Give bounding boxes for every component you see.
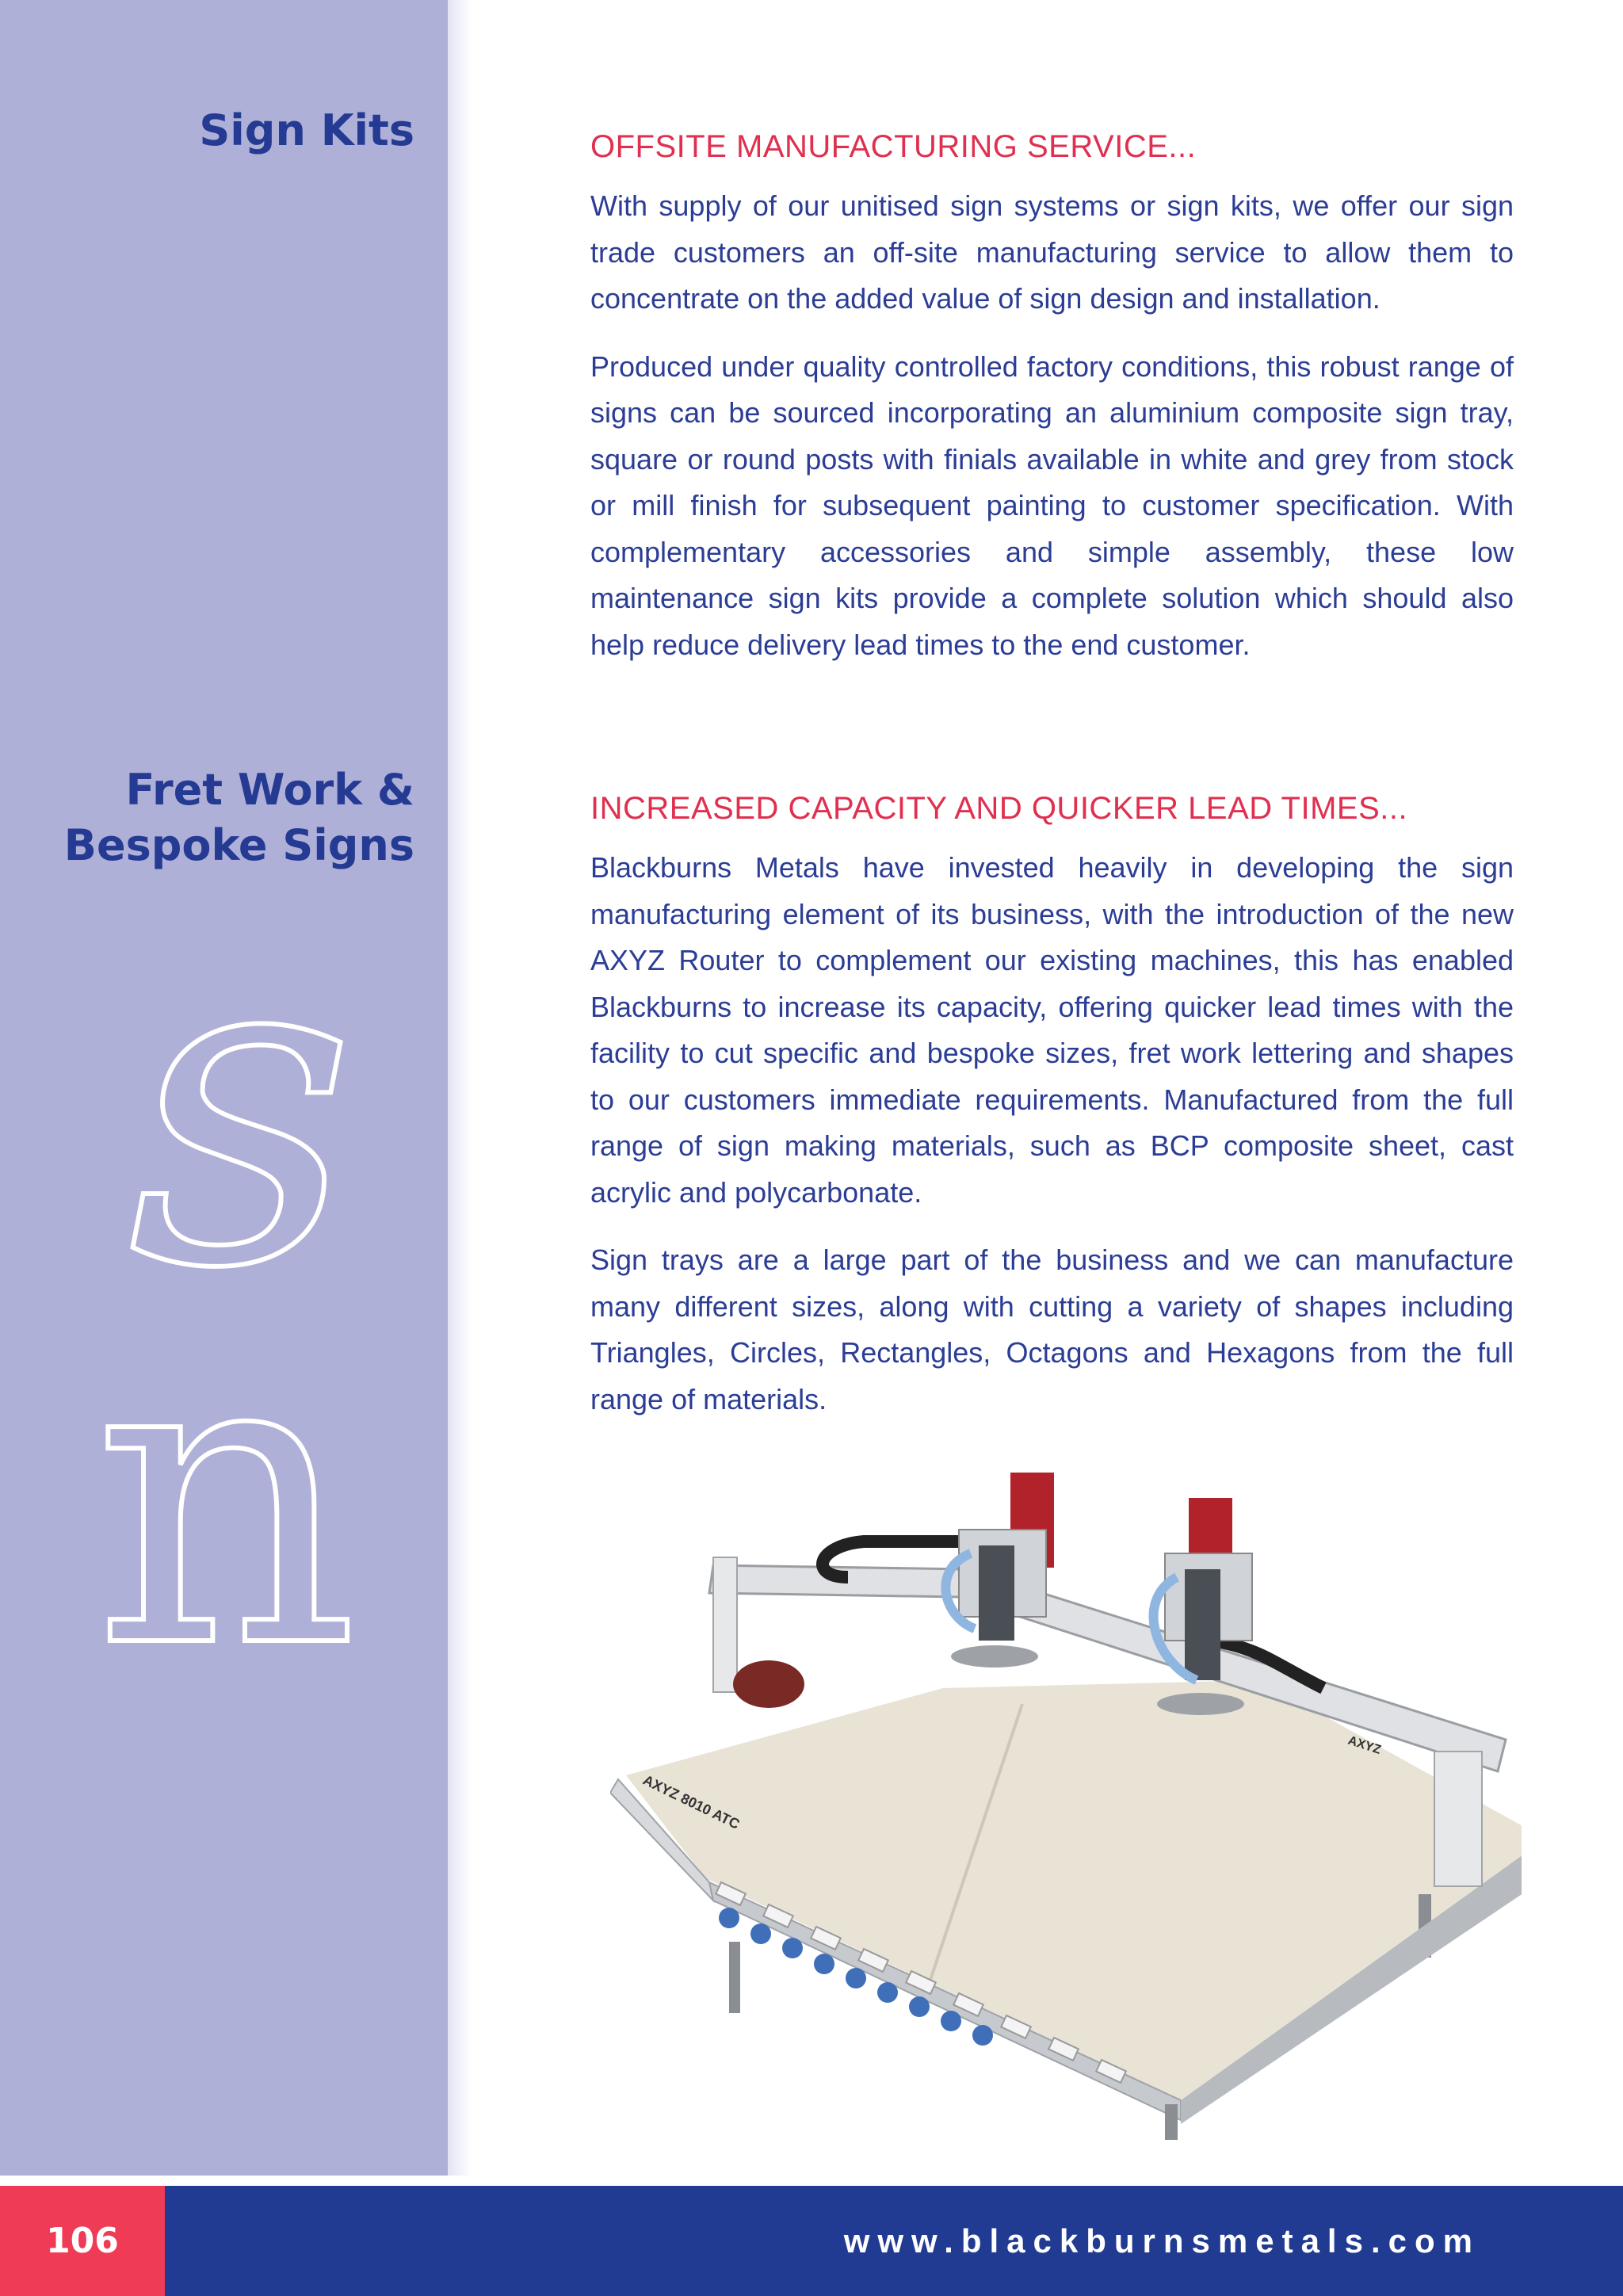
- spindle-head-right: [1148, 1498, 1253, 1715]
- section-title: INCREASED CAPACITY AND QUICKER LEAD TIME…: [590, 791, 1408, 826]
- router-bed: [626, 1680, 1522, 2100]
- section-increased-capacity: INCREASED CAPACITY AND QUICKER LEAD TIME…: [590, 786, 1514, 1423]
- vacuum-canister: [733, 1660, 804, 1708]
- spindle-head-left: [941, 1473, 1054, 1668]
- cable-chain-right: [1211, 1634, 1327, 1694]
- bed-clamps: [714, 1881, 1128, 2084]
- gantry-right-support: [1434, 1751, 1483, 1887]
- page-number: 106: [46, 2221, 119, 2261]
- section-title: OFFSITE MANUFACTURING SERVICE...: [590, 129, 1197, 164]
- decorative-letters-sn: s n: [91, 911, 361, 1672]
- section-paragraph: Blackburns Metals have invested heavily …: [590, 851, 1514, 1209]
- sidebar-panel: [0, 0, 448, 2176]
- vacuum-ports: [719, 1908, 993, 2046]
- sidebar-heading-line: Sign Kits: [199, 105, 414, 155]
- sidebar-gradient-strip: [448, 0, 472, 2176]
- footer-bar: 106 www.blackburnsmetals.com: [0, 2186, 1623, 2296]
- section-paragraph: With supply of our unitised sign systems…: [590, 189, 1514, 315]
- bed-seam: [926, 1703, 1024, 1990]
- decorative-letter-n: n: [94, 1258, 359, 1672]
- router-side-body: [1181, 1855, 1522, 2124]
- sidebar-heading-fret-work: Fret Work & Bespoke Signs: [64, 762, 414, 873]
- sidebar-heading-line: Fret Work &: [125, 765, 414, 815]
- section-paragraph: Produced under quality controlled factor…: [590, 350, 1514, 661]
- sidebar-heading-line: Bespoke Signs: [63, 820, 414, 870]
- page-number-box: [0, 2186, 165, 2296]
- sidebar-heading-sign-kits: Sign Kits: [199, 103, 414, 159]
- section-offsite-manufacturing: OFFSITE MANUFACTURING SERVICE... With su…: [590, 124, 1514, 668]
- axyz-router-photo: AXYZ AXYZ 8010 ATC: [610, 1473, 1522, 2140]
- gantry-left-support: [712, 1557, 738, 1693]
- section-paragraph: Sign trays are a large part of the busin…: [590, 1244, 1514, 1415]
- decorative-letter-s: s: [128, 911, 355, 1366]
- website-url[interactable]: www.blackburnsmetals.com: [843, 2222, 1480, 2260]
- cable-chain-left: [816, 1535, 959, 1584]
